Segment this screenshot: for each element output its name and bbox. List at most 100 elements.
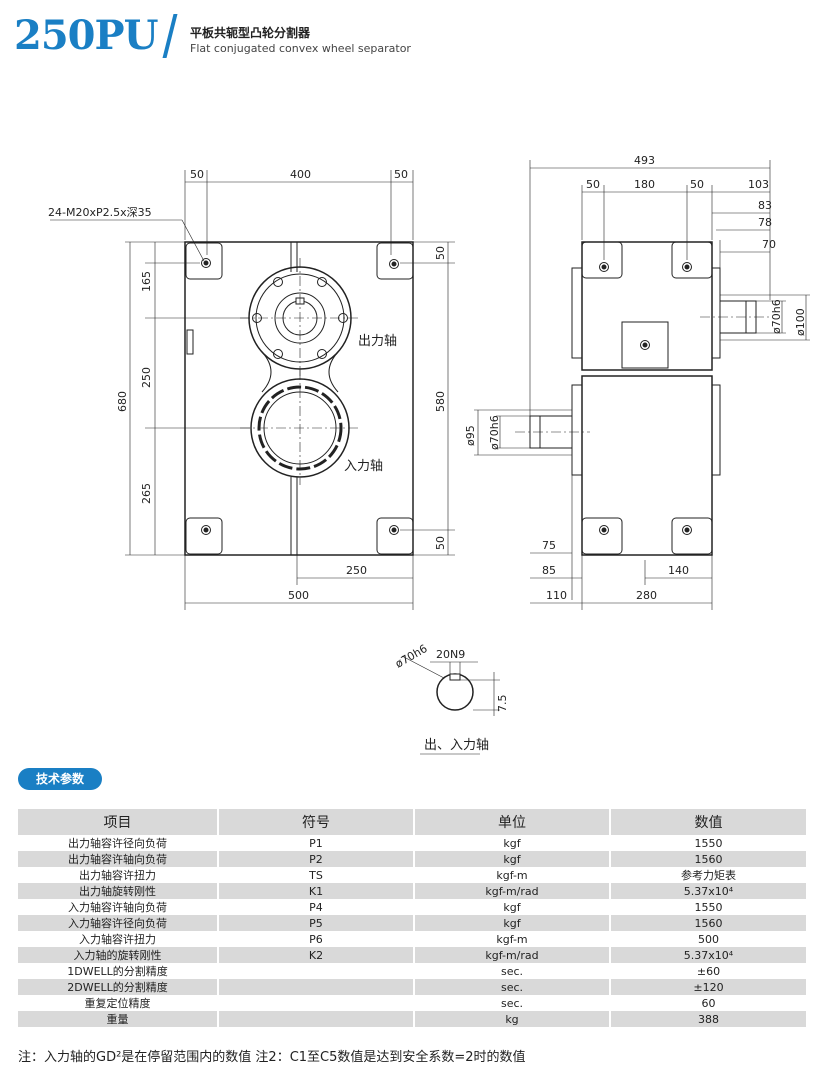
table-cell: 1560 (610, 851, 806, 867)
product-name-en: Flat conjugated convex wheel separator (190, 42, 411, 55)
table-cell (218, 979, 415, 995)
table-cell: 入力轴容许径向负荷 (18, 915, 219, 931)
table-cell: 5.37x10⁴ (610, 947, 806, 963)
table-cell: TS (218, 867, 415, 883)
input-shaft-label: 入力轴 (344, 459, 383, 474)
table-cell: 出力轴容许扭力 (18, 867, 219, 883)
table-row: 1DWELL的分割精度 sec.±60 (18, 963, 806, 979)
dim-680: 680 (116, 391, 129, 412)
dim-50-right-bottom: 50 (434, 536, 447, 550)
detail-keyway: 20N9 (436, 648, 465, 661)
table-cell: kgf-m (414, 931, 611, 947)
table-cell: ±60 (610, 963, 806, 979)
output-shaft-label: 出力轴 (358, 334, 397, 349)
dim-phi95: ø95 (464, 425, 477, 446)
dim-70: 70 (762, 238, 776, 251)
table-cell: 出力轴旋转刚性 (18, 883, 219, 899)
col-header: 数值 (610, 809, 806, 835)
table-cell: kgf (414, 899, 611, 915)
table-cell: 388 (610, 1011, 806, 1027)
table-cell: kgf-m/rad (414, 883, 611, 899)
table-cell: kgf (414, 915, 611, 931)
detail-depth: 7.5 (496, 695, 509, 713)
dim-83: 83 (758, 199, 772, 212)
detail-diameter: ø70h6 (393, 642, 430, 671)
footnote: 注：入力轴的GD²是在停留范围内的数值 注2：C1至C5数值是达到安全系数=2时… (18, 1050, 526, 1065)
table-cell: P1 (218, 835, 415, 851)
front-housing (184, 241, 414, 556)
dim-250-horizontal: 250 (346, 564, 367, 577)
table-cell: 入力轴容许轴向负荷 (18, 899, 219, 915)
table-cell (218, 963, 415, 979)
dim-165: 165 (140, 271, 153, 292)
dim-400: 400 (290, 168, 311, 181)
table-cell: 1550 (610, 835, 806, 851)
dim-85: 85 (542, 564, 556, 577)
dim-103: 103 (748, 178, 769, 191)
table-cell: 1DWELL的分割精度 (18, 963, 219, 979)
table-cell (218, 995, 415, 1011)
dim-110: 110 (546, 589, 567, 602)
dim-phi100: ø100 (794, 308, 807, 336)
dim-500: 500 (288, 589, 309, 602)
table-cell (218, 1011, 415, 1027)
table-cell: 1550 (610, 899, 806, 915)
dim-280: 280 (636, 589, 657, 602)
dim-50-right-top: 50 (434, 246, 447, 260)
section-title-specs: 技术参数 (18, 768, 102, 790)
table-cell: kgf-m (414, 867, 611, 883)
table-cell: kgf (414, 851, 611, 867)
table-cell: 重量 (18, 1011, 219, 1027)
table-cell: P4 (218, 899, 415, 915)
table-cell: kg (414, 1011, 611, 1027)
col-header: 符号 (218, 809, 415, 835)
col-header: 单位 (414, 809, 611, 835)
dim-phi70h6-output: ø70h6 (770, 299, 783, 334)
table-cell: 5.37x10⁴ (610, 883, 806, 899)
product-name-cn: 平板共轭型凸轮分割器 (190, 26, 311, 40)
dim-side-50-right: 50 (690, 178, 704, 191)
table-cell: sec. (414, 963, 611, 979)
table-cell: 1560 (610, 915, 806, 931)
technical-drawing: 50 400 50 24-M20xP2.5x深35 165 250 680 26… (48, 154, 810, 755)
table-cell: 500 (610, 931, 806, 947)
dim-side-50-left: 50 (586, 178, 600, 191)
table-cell: K1 (218, 883, 415, 899)
table-cell: 出力轴容许轴向负荷 (18, 851, 219, 867)
table-cell: ±120 (610, 979, 806, 995)
table-cell: 入力轴容许扭力 (18, 931, 219, 947)
col-header: 项目 (18, 809, 219, 835)
table-cell: sec. (414, 995, 611, 1011)
model-title: 250PU (14, 12, 158, 59)
dim-50-top-left: 50 (190, 168, 204, 181)
dim-75: 75 (542, 539, 556, 552)
hole-spec-label: 24-M20xP2.5x深35 (48, 206, 152, 219)
table-cell: 入力轴的旋转刚性 (18, 947, 219, 963)
dim-493: 493 (634, 154, 655, 167)
dim-phi70h6-input: ø70h6 (488, 415, 501, 450)
dim-78: 78 (758, 216, 772, 229)
table-cell: 60 (610, 995, 806, 1011)
dim-50-top-right: 50 (394, 168, 408, 181)
table-cell: 出力轴容许径向负荷 (18, 835, 219, 851)
dim-580: 580 (434, 391, 447, 412)
dim-140: 140 (668, 564, 689, 577)
table-cell: K2 (218, 947, 415, 963)
dim-250-vertical: 250 (140, 367, 153, 388)
table-cell: kgf-m/rad (414, 947, 611, 963)
table-cell: 参考力矩表 (610, 867, 806, 883)
dim-180: 180 (634, 178, 655, 191)
table-cell: sec. (414, 979, 611, 995)
dim-265: 265 (140, 483, 153, 504)
